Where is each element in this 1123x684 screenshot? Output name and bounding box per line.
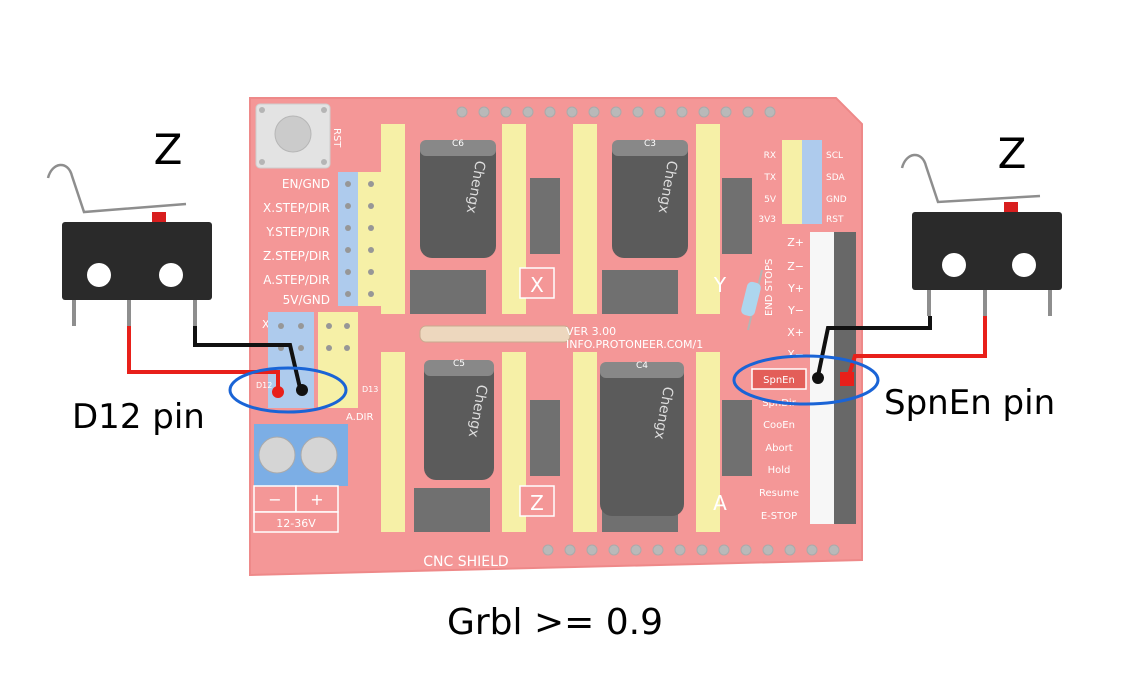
i2c-pin-gnd: GND xyxy=(826,195,847,205)
wires-right xyxy=(812,316,987,386)
endstop-z-minus: Z− xyxy=(787,260,804,273)
pin-label-right: SpnEn pin xyxy=(884,383,1055,423)
highlight-spnen-pin xyxy=(732,354,880,406)
board-name: CNC SHIELD xyxy=(423,554,508,570)
highlight-d12-pin xyxy=(228,366,348,414)
i2c-pin-rst: RST xyxy=(826,215,844,225)
switch-body-right xyxy=(912,212,1062,290)
endstop-y-minus: Y− xyxy=(787,304,804,317)
wire-left-red xyxy=(127,326,280,392)
limit-switch-left xyxy=(46,163,212,326)
wire-right-black xyxy=(816,316,932,377)
capacitor-c4: C4 Chengx xyxy=(600,361,684,516)
switch-body-left xyxy=(62,222,212,300)
switch-lever-left xyxy=(46,163,187,214)
switch-plunger-right xyxy=(1004,202,1018,214)
fuse xyxy=(419,325,571,343)
control-pin-abort: Abort xyxy=(765,443,792,454)
i2c-pin-scl: SCL xyxy=(826,151,843,161)
wire-right-red xyxy=(846,316,987,379)
power-minus: − xyxy=(268,490,281,509)
switch-lever-right xyxy=(900,153,1041,204)
cap-label-c5: C5 xyxy=(453,359,465,369)
switch-plunger-left xyxy=(152,212,166,224)
reset-label: RST xyxy=(331,128,342,148)
control-pin-estop: E-STOP xyxy=(761,511,797,522)
control-pin-spnen: SpnEn xyxy=(763,375,795,386)
uart-pin-rx: RX xyxy=(764,151,776,161)
driver-socket-z: Z xyxy=(381,352,560,532)
cap-label-c3: C3 xyxy=(644,139,656,149)
caption: Grbl >= 0.9 xyxy=(447,602,663,643)
capacitor-c5: C5 Chengx xyxy=(424,359,494,480)
wire-left-black xyxy=(193,326,302,389)
cnc-shield-board: RST EN/GND X.STEP/DIR Y.STEP/DIR Z.STEP/… xyxy=(249,97,863,577)
driver-label-a: A xyxy=(713,491,727,515)
top-header-pins xyxy=(456,106,776,118)
driver-label-x: X xyxy=(530,273,544,297)
capacitor-c6: C6 Chengx xyxy=(420,139,496,258)
pin-label-left: D12 pin xyxy=(72,397,205,437)
pin-label-y-step: Y.STEP/DIR xyxy=(265,225,330,239)
pin-label-5v-gnd: 5V/GND xyxy=(283,293,330,307)
board-site: INFO.PROTONEER.COM/1 xyxy=(566,338,703,351)
wires-left xyxy=(127,326,308,398)
a-dir-label: A.DIR xyxy=(346,412,373,423)
uart-pin-tx: TX xyxy=(763,173,776,183)
resistor xyxy=(741,269,763,331)
pin-label-z-step: Z.STEP/DIR xyxy=(263,249,330,263)
axis-label-left: Z xyxy=(154,125,183,174)
cap-label-c4: C4 xyxy=(636,361,648,371)
control-pin-hold: Hold xyxy=(768,465,791,476)
endstop-y-plus: Y+ xyxy=(787,282,804,295)
limit-switch-right xyxy=(900,153,1062,316)
jumper-header-blue xyxy=(338,172,384,306)
endstop-z-plus: Z+ xyxy=(787,236,804,249)
uart-pin-5v: 5V xyxy=(764,195,777,205)
end-stops-title: END STOPS xyxy=(764,259,775,316)
d12-label: D12 xyxy=(256,381,272,390)
left-pin-labels: EN/GND X.STEP/DIR Y.STEP/DIR Z.STEP/DIR … xyxy=(263,177,330,307)
driver-socket-y: Y xyxy=(573,124,752,314)
driver-label-z: Z xyxy=(530,491,544,515)
uart-pin-3v3: 3V3 xyxy=(758,215,776,225)
pin-label-x-step: X.STEP/DIR xyxy=(263,201,330,215)
d13-label: D13 xyxy=(362,385,378,394)
endstop-x-plus: X+ xyxy=(787,326,804,339)
driver-label-y: Y xyxy=(713,273,727,297)
axis-label-right: Z xyxy=(998,129,1027,178)
control-pin-cooen: CooEn xyxy=(763,420,795,431)
power-voltage: 12-36V xyxy=(276,517,316,530)
driver-socket-x: X xyxy=(381,124,560,314)
bottom-header-pins xyxy=(542,544,840,556)
board-version: VER 3.00 xyxy=(566,325,616,338)
x-mark-label: X xyxy=(262,318,270,331)
i2c-pin-sda: SDA xyxy=(826,173,845,183)
cap-label-c6: C6 xyxy=(452,139,464,149)
reset-button: RST xyxy=(255,103,342,169)
board-fade-overlay xyxy=(248,96,864,578)
power-terminal: − + 12-36V xyxy=(253,424,348,533)
power-plus: + xyxy=(310,490,323,509)
control-pin-resume: Resume xyxy=(759,488,799,499)
pin-label-a-step: A.STEP/DIR xyxy=(263,273,330,287)
capacitor-c3: C3 Chengx xyxy=(612,139,688,258)
pin-label-en-gnd: EN/GND xyxy=(282,177,330,191)
uart-i2c-header: RX TX 5V 3V3 SCL SDA GND RST xyxy=(758,140,847,225)
